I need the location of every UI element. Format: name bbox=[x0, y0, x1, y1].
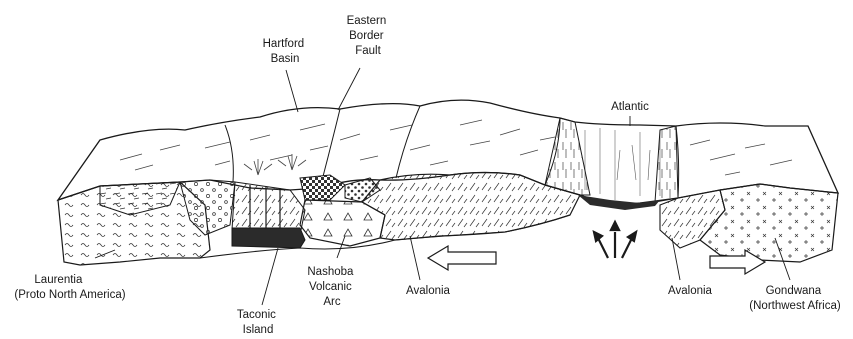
avalonia-east-label: Avalonia bbox=[668, 285, 713, 297]
eastern-border-fault-label: Eastern Border Fault bbox=[347, 15, 390, 57]
laurentia-label: Laurentia (Proto North America) bbox=[14, 274, 125, 301]
taconic-island-label: Taconic Island bbox=[237, 309, 279, 336]
atlantic-label: Atlantic bbox=[611, 101, 649, 113]
upwelling-arrows bbox=[594, 222, 636, 258]
avalonia-west-label: Avalonia bbox=[406, 285, 451, 297]
westward-arrow bbox=[428, 246, 496, 270]
hartford-basin-label: Hartford Basin bbox=[263, 38, 308, 65]
taconic-dark-slab bbox=[232, 228, 305, 248]
gondwana-label: Gondwana (Northwest Africa) bbox=[749, 285, 841, 312]
nashoba-arc-label: Nashoba Volcanic Arc bbox=[307, 266, 356, 308]
